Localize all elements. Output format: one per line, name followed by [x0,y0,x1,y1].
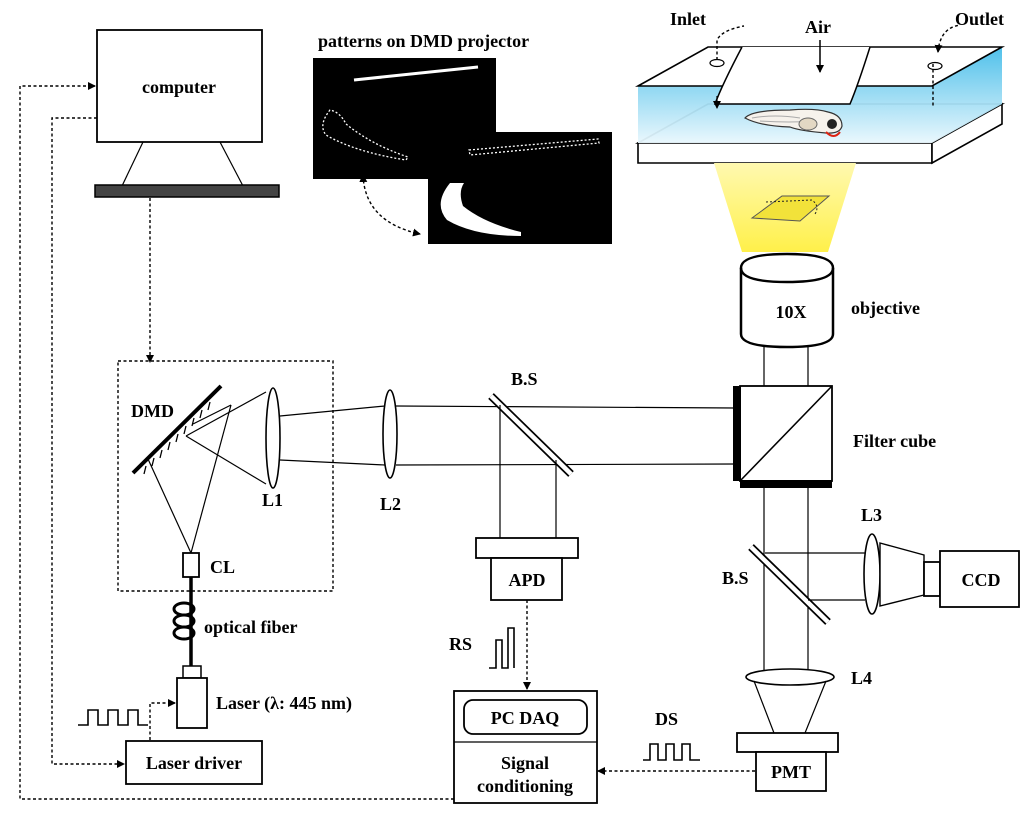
optical-fiber-label: optical fiber [204,617,297,637]
collimating-lens [182,552,200,578]
driver-to-laser-arrow [149,699,176,740]
chip-bottom-front [637,142,933,164]
ds-signal [643,743,700,761]
dmd-patterns: patterns on DMD projector [313,31,612,244]
pc-daq-box [463,699,588,735]
ccd-label: CCD [962,570,1001,590]
pattern-curve-solid [440,183,521,236]
daq-to-computer-line [19,82,454,800]
inlet-label: Inlet [670,9,706,29]
bs-right-label: B.S [722,568,749,588]
dmd-rays [147,391,267,554]
computer-base [94,184,280,198]
projected-pattern-outline [765,199,818,215]
pc-daq-label: PC DAQ [491,708,560,728]
beam-l1-l2-bottom [279,459,386,466]
beam-l1-l2-top [279,405,386,417]
apd-box [490,557,563,601]
computer-to-driver-line [51,117,125,768]
objective-label: objective [851,298,920,318]
laser-driver-box [125,740,263,785]
pattern-line-solid [353,65,479,82]
filter-cube-label: Filter cube [853,431,936,451]
apd-window [475,537,579,559]
bs-top-label: B.S [511,369,538,389]
optical-fiber [172,577,196,672]
pattern-line-outline [468,138,600,156]
objective-lens: 10X [739,252,835,386]
lens-l1 [265,387,281,489]
ccd-taper [879,542,925,607]
monitor-leg-right [219,141,244,187]
l2-label: L2 [380,494,401,514]
computer: computer [94,29,280,198]
chip-bottom-side [931,102,1003,165]
air-label: Air [805,17,831,37]
ccd-box [939,550,1020,608]
ds-label: DS [655,709,678,729]
ccd-window [923,561,941,597]
dmd-mirror [131,384,223,475]
zebrafish-larva [744,108,843,137]
apd-label: APD [509,570,546,590]
pmt-box [755,751,827,792]
dmd-module-box [117,360,334,592]
beam-l4-left [753,680,775,734]
lens-l3 [863,533,881,615]
l4-label: L4 [851,668,872,688]
patterns-title: patterns on DMD projector [318,31,529,51]
outlet-hole [927,61,943,71]
filter-cube [733,385,833,488]
pattern-switch-arrow [359,174,421,237]
laser [176,665,208,729]
beam-to-cube-top [395,405,736,409]
computer-monitor [96,29,263,143]
rs-label: RS [449,634,472,654]
computer-label: computer [142,77,216,97]
l1-label: L1 [262,490,283,510]
outlet-path [934,24,961,53]
laser-driver-label: Laser driver [146,753,242,773]
pmt-label: PMT [771,762,811,782]
rs-signal [489,627,515,669]
signal-label: Signal [501,753,549,773]
monitor-leg-left [121,141,144,187]
dmd-label: DMD [131,401,174,421]
cl-label: CL [210,557,235,577]
chip-air-channel [713,46,871,105]
projected-pattern [750,195,831,222]
laser-label: Laser (λ: 445 nm) [216,693,352,714]
outlet-label: Outlet [955,9,1004,29]
microfluidic-chip: Inlet Air Outlet [634,9,1006,165]
lens-l4 [745,668,835,686]
lens-l2 [382,389,398,479]
pmt-window [736,732,839,753]
l3-label: L3 [861,505,882,525]
conditioning-label: conditioning [477,776,573,796]
objective-magnification: 10X [776,302,807,322]
laser-pulse-signal [78,709,148,726]
beam-l4-right [804,680,827,734]
